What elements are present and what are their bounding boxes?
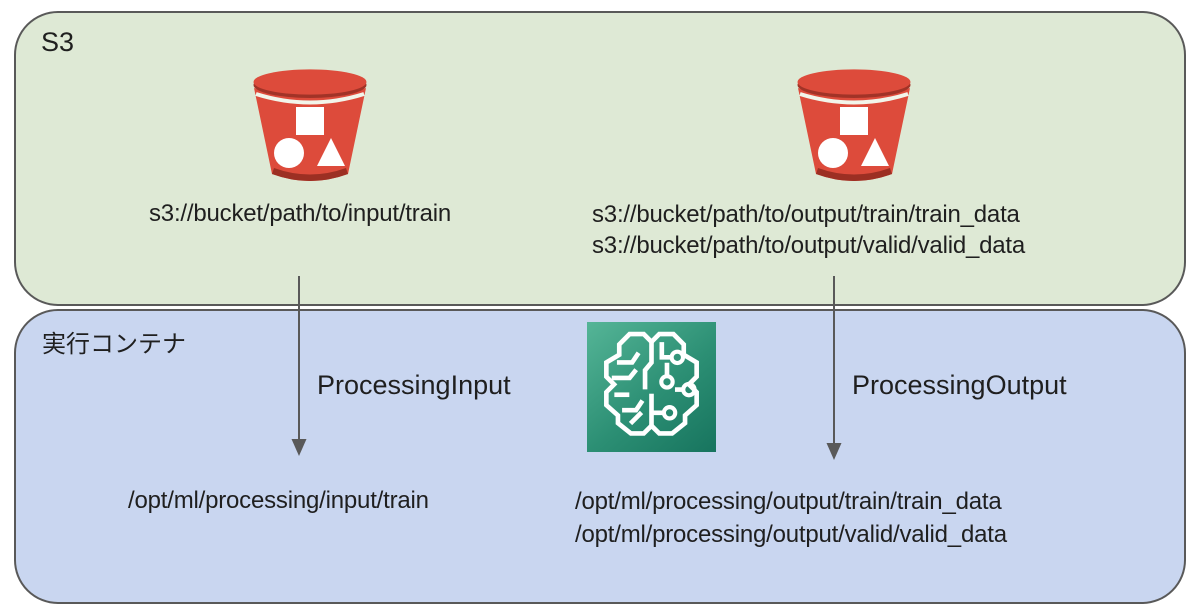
output-bucket-uri-line2: s3://bucket/path/to/output/valid/valid_d… [592, 232, 1026, 259]
s3-zone-label: S3 [41, 27, 75, 57]
output-bucket-uri: s3://bucket/path/to/output/train/train_d… [592, 199, 1025, 261]
sagemaker-icon [587, 322, 716, 452]
processing-output-label: ProcessingOutput [852, 370, 1067, 400]
container-input-path: /opt/ml/processing/input/train [128, 487, 429, 514]
s3-zone: S3 [14, 11, 1186, 306]
s3-bucket-icon [245, 62, 375, 190]
container-output-path-line1: /opt/ml/processing/output/train/train_da… [575, 488, 1002, 515]
input-bucket-uri: s3://bucket/path/to/input/train [149, 200, 451, 227]
processing-output-arrow [825, 276, 843, 460]
execution-container-label: 実行コンテナ [42, 331, 186, 358]
s3-bucket-icon [789, 62, 919, 190]
container-output-path-line2: /opt/ml/processing/output/valid/valid_da… [575, 521, 1007, 548]
processing-input-label: ProcessingInput [317, 370, 511, 400]
container-output-path: /opt/ml/processing/output/train/train_da… [575, 485, 1007, 551]
processing-input-arrow [290, 276, 308, 456]
output-bucket-uri-line1: s3://bucket/path/to/output/train/train_d… [592, 201, 1020, 228]
